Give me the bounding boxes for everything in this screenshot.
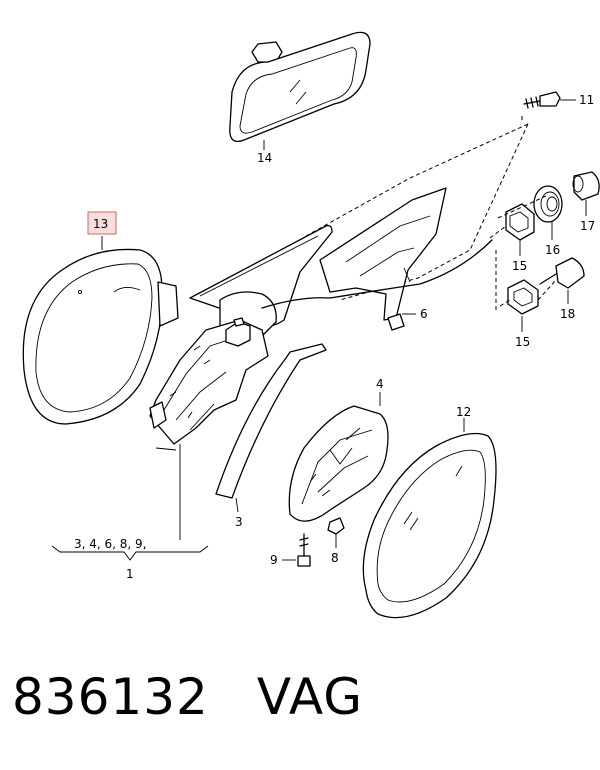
label-17: 17 xyxy=(580,219,595,233)
seal-strip xyxy=(215,343,327,513)
wiring-cable xyxy=(261,239,493,309)
screw-part xyxy=(521,91,576,122)
label-bracket-1 xyxy=(51,545,209,561)
label-18: 18 xyxy=(560,307,575,321)
exploded-parts-diagram: 13 14 11 6 15 16 17 18 15 4 12 3 8 9 3, … xyxy=(22,31,600,619)
label-9: 9 xyxy=(270,553,278,567)
motor-cap-part xyxy=(572,171,600,216)
mirror-base-frame xyxy=(149,317,269,540)
label-1-sub: 3, 4, 6, 8, 9, xyxy=(74,537,147,551)
brand-name: VAG xyxy=(256,668,363,726)
clip-part xyxy=(327,517,345,548)
label-8: 8 xyxy=(331,551,339,565)
alignment-lines xyxy=(495,195,557,310)
label-14: 14 xyxy=(257,151,272,165)
highlight-box-13 xyxy=(87,211,117,235)
mirror-housing-cover xyxy=(22,236,179,425)
label-15-upper: 15 xyxy=(512,259,527,273)
small-screw-part xyxy=(282,533,311,567)
label-3: 3 xyxy=(235,515,243,529)
label-11: 11 xyxy=(579,93,594,107)
label-15-lower: 15 xyxy=(515,335,530,349)
lower-cover xyxy=(288,392,389,522)
label-6: 6 xyxy=(420,307,428,321)
rearview-mirror xyxy=(229,31,371,150)
label-13: 13 xyxy=(93,217,108,231)
part-number-footer: 836132 VAG xyxy=(12,668,363,748)
label-4: 4 xyxy=(376,377,384,391)
spring-part xyxy=(533,185,563,240)
actuator-part xyxy=(539,257,585,304)
label-1: 1 xyxy=(126,567,134,581)
label-16: 16 xyxy=(545,243,560,257)
label-12: 12 xyxy=(456,405,471,419)
door-corner-panel xyxy=(189,224,333,343)
mirror-glass xyxy=(362,418,497,619)
part-number: 836132 xyxy=(12,668,209,726)
connector-15-upper xyxy=(489,203,535,256)
connector-15-lower xyxy=(507,279,539,332)
inner-bracket xyxy=(319,187,447,331)
